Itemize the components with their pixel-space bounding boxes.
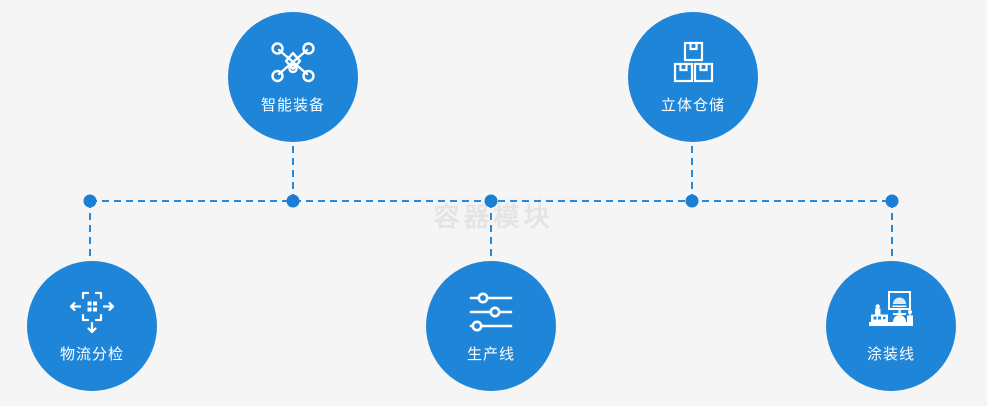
sorting-arrows-icon [66,288,118,336]
node-dot-3[interactable] [484,194,498,208]
node-circle-tuzhuangxian[interactable]: 涂装线 [826,261,956,391]
node-circle-shengchanxian[interactable]: 生产线 [426,261,556,391]
node-circle-zhinengzhuangbei[interactable]: 智能装备 [228,12,358,142]
node-dot-4[interactable] [685,194,699,208]
painting-workstation-icon [865,288,917,336]
node-label: 涂装线 [866,346,915,363]
node-label: 生产线 [466,346,515,363]
node-label: 智能装备 [260,97,325,114]
node-dot-5[interactable] [885,194,899,208]
node-label: 物流分检 [59,346,124,363]
node-dot-1[interactable] [83,194,97,208]
stacked-boxes-icon [667,39,719,87]
node-circle-liticangchu[interactable]: 立体仓储 [628,12,758,142]
node-circle-wuliufenjian[interactable]: 物流分检 [27,261,157,391]
network-nodes-icon [267,39,319,87]
node-dot-2[interactable] [286,194,300,208]
node-label: 立体仓储 [660,97,725,114]
sliders-icon [465,288,517,336]
